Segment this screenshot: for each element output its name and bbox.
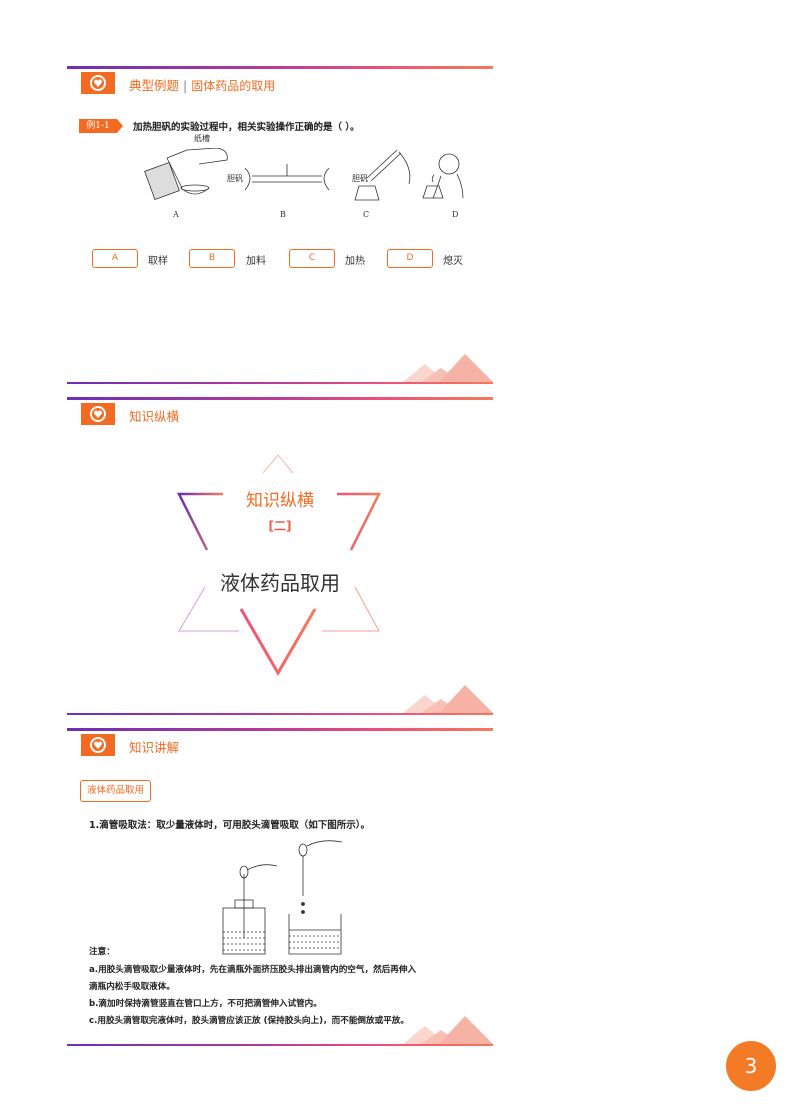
mountain-decoration xyxy=(403,354,493,382)
bottom-gradient-bar xyxy=(67,382,493,384)
section-title: 知识讲解 xyxy=(129,740,180,755)
option-a-text: 取样 xyxy=(148,256,168,267)
figure-annotation-paper-trough: 纸槽 xyxy=(194,134,210,143)
figure-d-drawing xyxy=(422,153,464,199)
cover-part-number: [二] xyxy=(268,519,292,533)
figure-label-b: B xyxy=(280,210,286,219)
top-gradient-bar xyxy=(67,66,493,69)
logo-icon xyxy=(81,734,115,756)
option-d-button[interactable]: D xyxy=(387,249,433,268)
figure-label-a: A xyxy=(173,210,179,219)
example-label: 例1-1 xyxy=(79,119,123,133)
experiment-figures xyxy=(144,148,464,201)
triangle-decoration xyxy=(176,454,382,676)
figure-b-drawing xyxy=(244,164,330,191)
figure-annotation-danfan-b: 胆矾 xyxy=(227,174,243,183)
mountain-decoration xyxy=(403,1016,493,1044)
figure-label-c: C xyxy=(363,210,370,219)
top-gradient-bar xyxy=(67,397,493,400)
slide-knowledge: 知识讲解 液体药品取用 1.滴管吸取法：取少量液体时，可用胶头滴管吸取（如下图所… xyxy=(67,728,493,1046)
figure-annotation-danfan-c: 胆矾 xyxy=(352,174,368,183)
top-gradient-bar xyxy=(67,728,493,731)
question-text: 加热胆矾的实验过程中，相关实验操作正确的是（ ）。 xyxy=(133,122,360,133)
note-a-line-1: a.用胶头滴管吸取少量液体时，先在滴瓶外面挤压胶头排出滴管内的空气，然后再伸入 xyxy=(89,965,417,975)
bottom-gradient-bar xyxy=(67,1044,493,1046)
mountain-decoration xyxy=(403,685,493,713)
section-title: 典型例题|固体药品的取用 xyxy=(129,78,276,93)
section-title: 知识纵横 xyxy=(129,409,180,424)
logo-icon xyxy=(81,72,115,94)
option-d-text: 熄灭 xyxy=(443,256,463,267)
option-c-button[interactable]: C xyxy=(289,249,335,268)
topic-tag: 液体药品取用 xyxy=(80,780,152,802)
option-a-button[interactable]: A xyxy=(92,249,138,268)
note-c: c.用胶头滴管取完液体时，胶头滴管应该正放 (保持胶头向上)，而不能倒放或平放。 xyxy=(89,1016,409,1026)
note-b: b.滴加时保持滴管竖直在管口上方，不可把滴管伸入试管内。 xyxy=(89,999,322,1009)
section-subtitle: 固体药品的取用 xyxy=(191,79,276,93)
bottom-gradient-bar xyxy=(67,713,493,715)
dropper-illustration xyxy=(222,840,343,955)
slide-section-cover: 知识纵横 知识纵横 [二] 液体药品取用 xyxy=(67,397,493,715)
option-b-text: 加料 xyxy=(246,256,266,267)
page-number-badge: 3 xyxy=(726,1041,776,1091)
option-b-button[interactable]: B xyxy=(189,249,235,268)
option-c-text: 加热 xyxy=(345,256,365,267)
notes-heading: 注意： xyxy=(89,947,115,957)
cover-main-title: 液体药品取用 xyxy=(220,571,340,595)
slide-example: 典型例题|固体药品的取用 例1-1 加热胆矾的实验过程中，相关实验操作正确的是（… xyxy=(67,66,493,384)
figure-label-d: D xyxy=(452,210,459,219)
figure-c-drawing xyxy=(354,149,411,201)
figure-a-drawing xyxy=(144,148,228,201)
note-a-line-2: 滴瓶内松手吸取液体。 xyxy=(89,982,175,992)
logo-icon xyxy=(81,403,115,425)
section-name: 典型例题 xyxy=(129,78,180,93)
cover-title: 知识纵横 xyxy=(246,491,314,511)
point-1-text: 1.滴管吸取法：取少量液体时，可用胶头滴管吸取（如下图所示）。 xyxy=(89,820,370,831)
